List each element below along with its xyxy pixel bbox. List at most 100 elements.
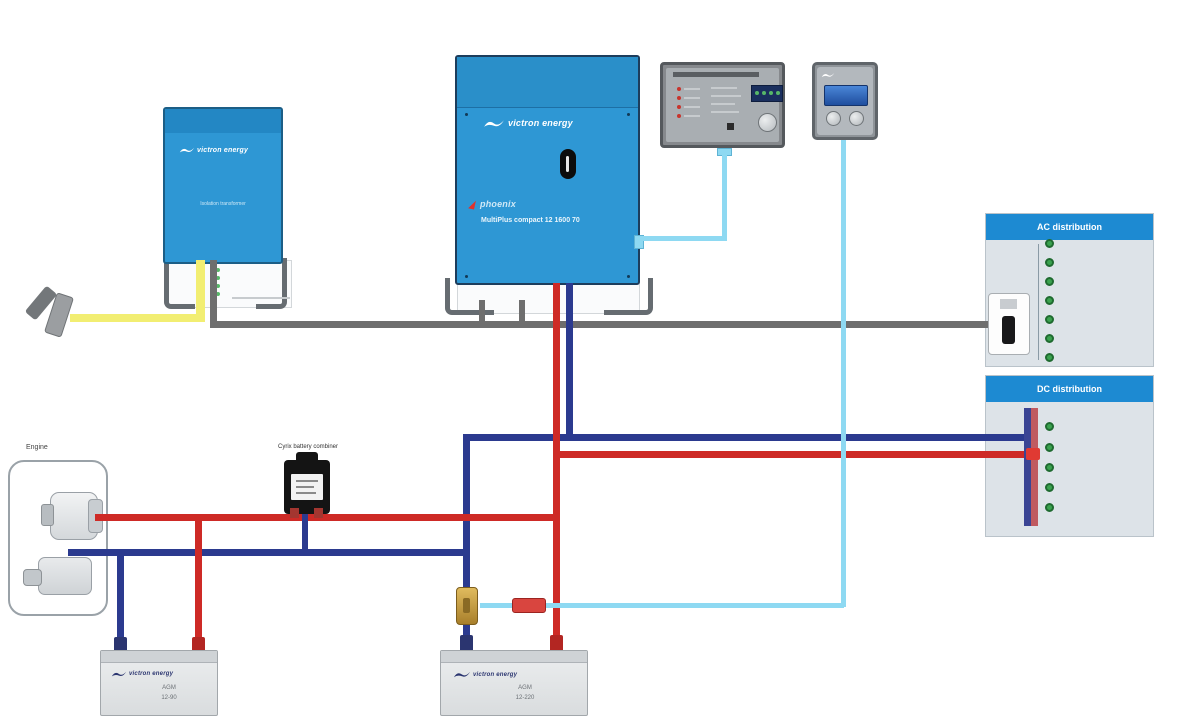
- house-battery: victron energy AGM 12-220: [440, 650, 588, 716]
- bmv-cable-fuse: [512, 598, 546, 613]
- ve-bus-connector: [634, 235, 644, 249]
- ac-wire-gray: [210, 321, 1002, 328]
- bmv-sense-cable: [480, 603, 844, 608]
- led-indicator: [677, 105, 681, 109]
- dc-positive-bus: [95, 514, 560, 521]
- battery-type-label: AGM: [162, 685, 176, 691]
- ac-terminal: [1045, 334, 1054, 343]
- screw-icon: [465, 275, 468, 278]
- remote-panel-cable: [636, 236, 727, 241]
- dc-negative-wire: [463, 434, 470, 655]
- starter-battery-negative: [117, 553, 124, 653]
- dc-distribution-title: DC distribution: [1037, 384, 1102, 394]
- ac-terminal: [1045, 258, 1054, 267]
- shore-cable-yellow: [196, 260, 205, 322]
- dc-terminal: [1045, 422, 1054, 431]
- transformer-label: Isolation transformer: [200, 201, 246, 207]
- phoenix-series-label: phoenix: [480, 199, 516, 209]
- dc-bus-junction: [1026, 448, 1040, 460]
- victron-bird-icon: [484, 119, 504, 127]
- ac-terminal: [1045, 296, 1054, 305]
- ac-distribution-title: AC distribution: [1037, 222, 1102, 232]
- transformer-bracket-right-icon: [256, 258, 287, 309]
- panel-text: [711, 95, 741, 97]
- dc-terminal: [1045, 443, 1054, 452]
- terminal-dot: [216, 292, 220, 296]
- dc-positive-wire: [556, 451, 1038, 458]
- screw-icon: [465, 113, 468, 116]
- brand-logo-text: victron energy: [508, 118, 573, 128]
- ac-breaker: [988, 293, 1030, 355]
- terminal-dot: [216, 284, 220, 288]
- terminal-label-text: [232, 297, 290, 299]
- led-label-text: [684, 97, 700, 99]
- battery-positive-post: [550, 635, 563, 652]
- led-label-text: [684, 115, 700, 117]
- starter-motor: [38, 557, 92, 595]
- alternator-pulley: [41, 504, 54, 526]
- battery-model-label: 12-220: [515, 695, 535, 701]
- panel-text: [711, 103, 735, 105]
- led-label-text: [684, 106, 700, 108]
- led-indicator: [677, 96, 681, 100]
- brand-logo-text: victron energy: [129, 671, 174, 677]
- ac-terminal: [1045, 239, 1054, 248]
- bmv-battery-monitor: [812, 62, 878, 140]
- dc-busbar-positive: [1031, 408, 1038, 526]
- bmv-lcd-display: [824, 85, 868, 106]
- current-limit-knob: [758, 113, 777, 132]
- led-indicator: [677, 114, 681, 118]
- cyrix-terminal: [314, 508, 323, 518]
- ac-terminal: [1045, 353, 1054, 362]
- panel-text: [711, 87, 737, 89]
- ac-distribution-header: AC distribution: [986, 214, 1153, 240]
- transformer-bracket-left-icon: [164, 258, 195, 309]
- bmv-sense-cable: [841, 140, 846, 607]
- dc-terminal: [1045, 463, 1054, 472]
- ac-wire-gray: [479, 300, 485, 326]
- brand-logo-text: victron energy: [473, 671, 518, 678]
- brand-logo-text: victron energy: [197, 146, 249, 154]
- dc-negative-wire: [566, 283, 573, 441]
- battery-negative-post: [460, 635, 473, 652]
- victron-bird-icon: [453, 671, 471, 678]
- led-indicator: [677, 87, 681, 91]
- dc-terminal: [1045, 503, 1054, 512]
- shore-cable-yellow: [70, 314, 205, 322]
- dc-positive-wire: [553, 283, 560, 655]
- panel-title-strip: [673, 72, 759, 77]
- phoenix-arrow-icon: [468, 198, 476, 210]
- cyrix-ground-wire: [302, 510, 308, 555]
- battery-negative-post: [114, 637, 127, 652]
- breaker-toggle: [1002, 316, 1015, 344]
- multiplus-inverter-charger: victron energy phoenix MultiPlus compact…: [455, 55, 644, 285]
- status-led-block: [727, 123, 734, 130]
- power-knob: [560, 149, 576, 179]
- remote-panel-cable: [722, 154, 727, 240]
- engine-label: Engine: [26, 444, 48, 451]
- battery-type-label: AGM: [518, 685, 532, 691]
- ac-wire-gray: [210, 260, 217, 328]
- multiplus-bracket-right-icon: [604, 278, 653, 315]
- dc-negative-bus: [68, 549, 470, 556]
- cyrix-terminal: [290, 508, 299, 518]
- victron-bird-icon: [111, 671, 127, 677]
- starter-battery-positive: [195, 518, 202, 653]
- dc-terminal: [1045, 483, 1054, 492]
- victron-bird-icon: [179, 147, 195, 153]
- multiplus-model-label: MultiPlus compact 12 1600 70: [481, 217, 580, 224]
- battery-model-label: 12-90: [161, 695, 177, 701]
- ac-terminal: [1045, 315, 1054, 324]
- battery-positive-post: [192, 637, 205, 652]
- isolation-transformer: victron energy Isolation transformer: [163, 107, 283, 264]
- terminal-dot: [216, 276, 220, 280]
- dc-busbar-negative: [1024, 408, 1031, 526]
- bmv-button: [826, 111, 841, 126]
- screw-icon: [627, 275, 630, 278]
- multi-control-panel: [660, 62, 785, 148]
- starter-motor-nose: [23, 569, 42, 586]
- ac-bus-line: [1038, 244, 1039, 360]
- led-label-text: [684, 88, 700, 90]
- dc-distribution-header: DC distribution: [986, 376, 1153, 402]
